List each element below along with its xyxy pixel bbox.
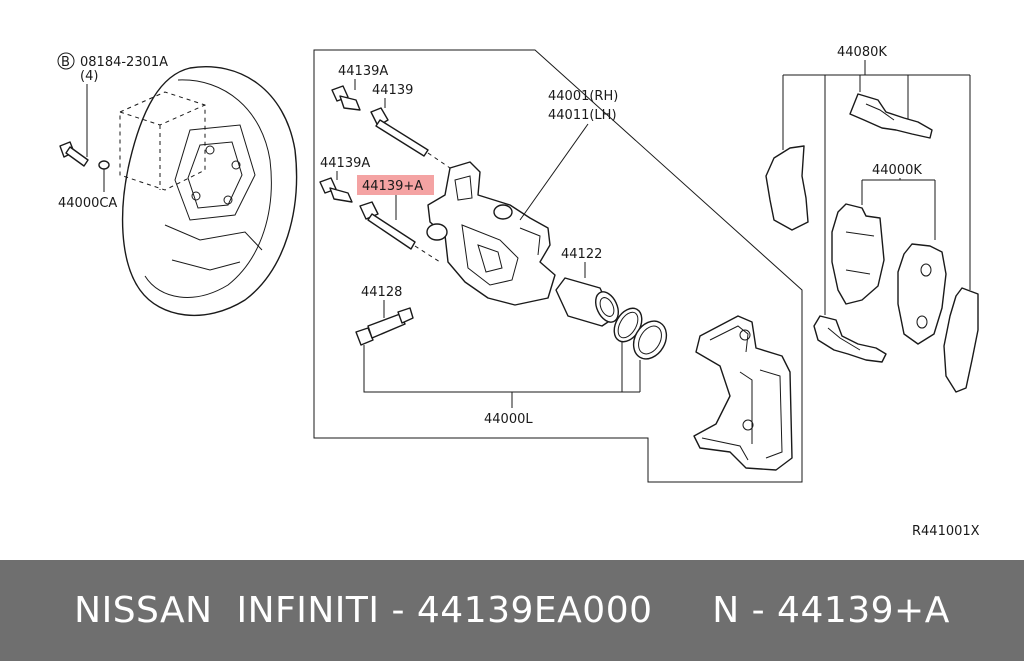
label-bleeder: 44128 (361, 285, 402, 300)
anti-rattle-clip-bottom (813, 315, 887, 363)
label-piston: 44122 (561, 247, 602, 262)
brake-pad-inner (897, 243, 947, 345)
label-bolt-ref: 08184-2301A (80, 55, 168, 70)
label-pin-bolt-a1: 44139A (338, 64, 388, 79)
label-pin-bolt-a2: 44139A (320, 156, 370, 171)
guide-pin-44139-top (370, 107, 429, 157)
bolt-ref-circle (57, 52, 75, 70)
label-pad-kit: 44000K (872, 163, 922, 178)
label-diagram-ref: R441001X (912, 524, 980, 539)
label-hardware-kit: 44080K (837, 45, 887, 60)
piston-44122 (555, 277, 620, 327)
caliper-body (426, 161, 556, 306)
label-plate-washer: 44000CA (58, 196, 117, 211)
label-caliper-lh: 44011(LH) (548, 108, 617, 123)
footer-banner: NISSAN INFINITI - 44139EA000 N - 44139+A (0, 560, 1024, 661)
bleeder-screw-44128 (355, 307, 414, 346)
footer-text: NISSAN INFINITI - 44139EA000 N - 44139+A (74, 590, 950, 631)
caliper-group-outline (313, 49, 803, 483)
pin-bolt-44139a-mid (319, 177, 353, 203)
pin-bolt-44139a-top (331, 85, 361, 111)
washer-44000ca (98, 160, 110, 170)
label-caliper-rh: 44001(RH) (548, 89, 618, 104)
anti-rattle-clip-top (849, 93, 933, 139)
backing-plate (121, 66, 298, 317)
bolt-ref-circle-letter: B (61, 55, 70, 70)
label-pin-bolt-1: 44139 (372, 83, 413, 98)
label-highlight: 44139+A (362, 179, 423, 194)
parts-diagram: B 08184-2301A (4) 44000CA 44139A 44139 4… (57, 45, 980, 539)
label-seal-kit: 44000L (484, 412, 533, 427)
brake-pad-outer (831, 203, 885, 305)
label-bolt-qty: (4) (80, 69, 98, 84)
mounting-guide-box (119, 91, 206, 191)
highlight-box (357, 175, 434, 195)
pad-shim-right (943, 287, 979, 393)
caliper-bracket (693, 315, 793, 471)
guide-pin-44139-lower (359, 201, 416, 250)
piston-boot (632, 320, 668, 360)
mounting-bolt (59, 141, 89, 167)
pad-shim-left (765, 145, 809, 231)
